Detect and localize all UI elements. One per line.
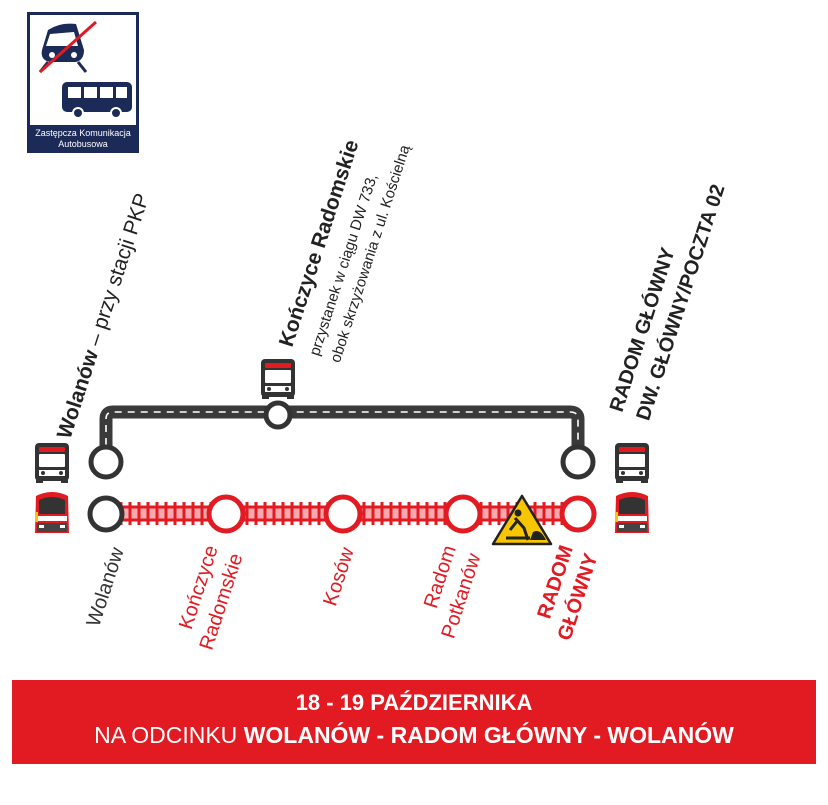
- station-label-kosow: Kosów: [319, 544, 359, 608]
- bus-stop-label-wolanow: Wolanów – przy stacji PKP: [53, 191, 154, 442]
- bus-front-icon: [261, 359, 295, 399]
- station-label-wolanow: Wolanów: [83, 544, 129, 629]
- bus-front-icon: [615, 443, 649, 483]
- bus-front-icon: [35, 443, 69, 483]
- route-diagram: Zastępcza Komunikacja Autobusowa Wolanów…: [27, 12, 730, 653]
- banner-section-route: WOLANÓW - RADOM GŁÓWNY - WOLANÓW: [243, 722, 734, 748]
- roadworks-icon: [491, 494, 553, 546]
- train-crossed-icon: [38, 20, 97, 74]
- legend-caption-1: Zastępcza Komunikacja: [35, 128, 131, 138]
- station-radom-glowny: [559, 495, 597, 533]
- station-radom-potkanow: [443, 494, 483, 534]
- train-front-icon: [615, 492, 649, 533]
- bus-icon: [62, 82, 132, 119]
- train-front-icon: [35, 492, 69, 533]
- legend-caption-2: Autobusowa: [58, 139, 108, 149]
- banner-date: 18 - 19 PAŹDZIERNIKA: [295, 690, 533, 715]
- banner-section: NA ODCINKU WOLANÓW - RADOM GŁÓWNY - WOLA…: [12, 723, 816, 747]
- banner-section-prefix: NA ODCINKU: [94, 722, 244, 748]
- bus-stop-wolanow: [88, 444, 124, 480]
- date-banner: 18 - 19 PAŹDZIERNIKA NA ODCINKU WOLANÓW …: [12, 680, 816, 764]
- bus-route-road: [99, 405, 585, 458]
- station-wolanow: [87, 495, 125, 533]
- station-konczyce-radomskie: [206, 494, 246, 534]
- bus-stop-konczyce: [263, 400, 293, 430]
- station-kosow: [323, 494, 363, 534]
- bus-stop-radom: [560, 444, 596, 480]
- legend-box: Zastępcza Komunikacja Autobusowa: [27, 12, 139, 153]
